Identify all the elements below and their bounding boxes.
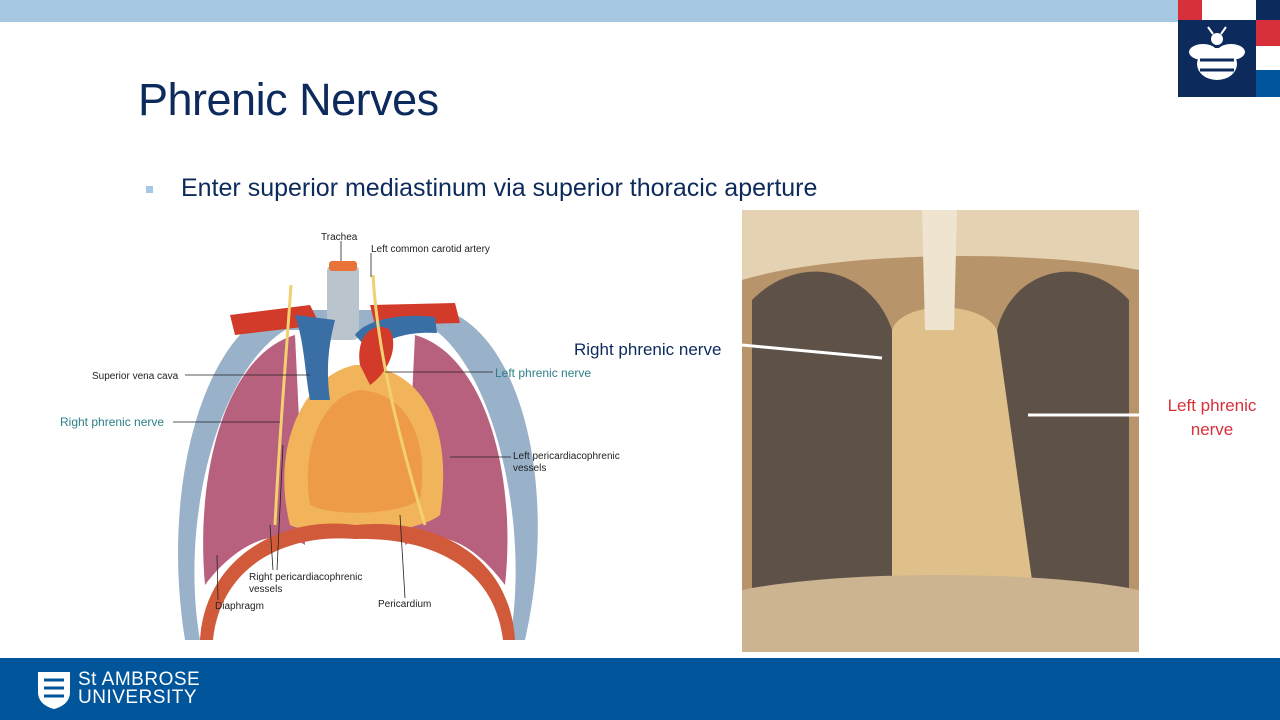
right-phrenic-nerve [273,284,293,526]
top-accent-band [0,0,1178,22]
footer-bar: St AMBROSE UNIVERSITY [0,658,1280,720]
label-right-pericardiacophrenic-2: vessels [249,584,282,595]
label-right-pericardiacophrenic-1: Right pericardiacophrenic [249,572,362,583]
label-diaphragm: Diaphragm [215,601,264,612]
left-lung-photo [997,271,1129,621]
bee-icon [1189,26,1245,80]
heart-photo [892,307,1032,603]
phrenic-nerve-diagram: Trachea Left common carotid artery Super… [60,232,620,640]
photo-label-left-phrenic-line2: nerve [1190,420,1234,439]
bullet-text: Enter superior mediastinum via superior … [181,174,818,202]
crest-icon [38,672,70,709]
photo-label-right-phrenic-nerve: Right phrenic nerve [574,340,722,359]
label-left-pericardiacophrenic-2: vessels [513,463,546,474]
label-left-phrenic-nerve: Left phrenic nerve [495,366,591,380]
bullet-marker [146,186,153,193]
footer-logo-line2: UNIVERSITY [78,687,198,708]
footer-logo-line1: St AMBROSE [78,669,201,690]
label-superior-vena-cava: Superior vena cava [92,371,179,382]
slide-title: Phrenic Nerves [138,74,439,125]
label-pericardium: Pericardium [378,599,431,610]
superior-vena-cava [295,315,335,400]
left-phrenic-nerve [371,274,427,526]
bee-logo-corner [1178,0,1280,97]
label-left-common-carotid: Left common carotid artery [371,244,490,255]
photo-label-left-phrenic-nerve: Left phrenic nerve [1150,394,1274,442]
label-right-phrenic-nerve: Right phrenic nerve [60,415,164,429]
label-left-pericardiacophrenic-1: Left pericardiacophrenic [513,451,620,462]
right-lung-photo [752,271,892,621]
cadaver-photo [742,210,1139,652]
left-lung [405,335,508,585]
photo-label-left-phrenic-line1: Left phrenic [1167,396,1257,415]
label-trachea: Trachea [321,232,358,243]
trachea [327,265,359,340]
